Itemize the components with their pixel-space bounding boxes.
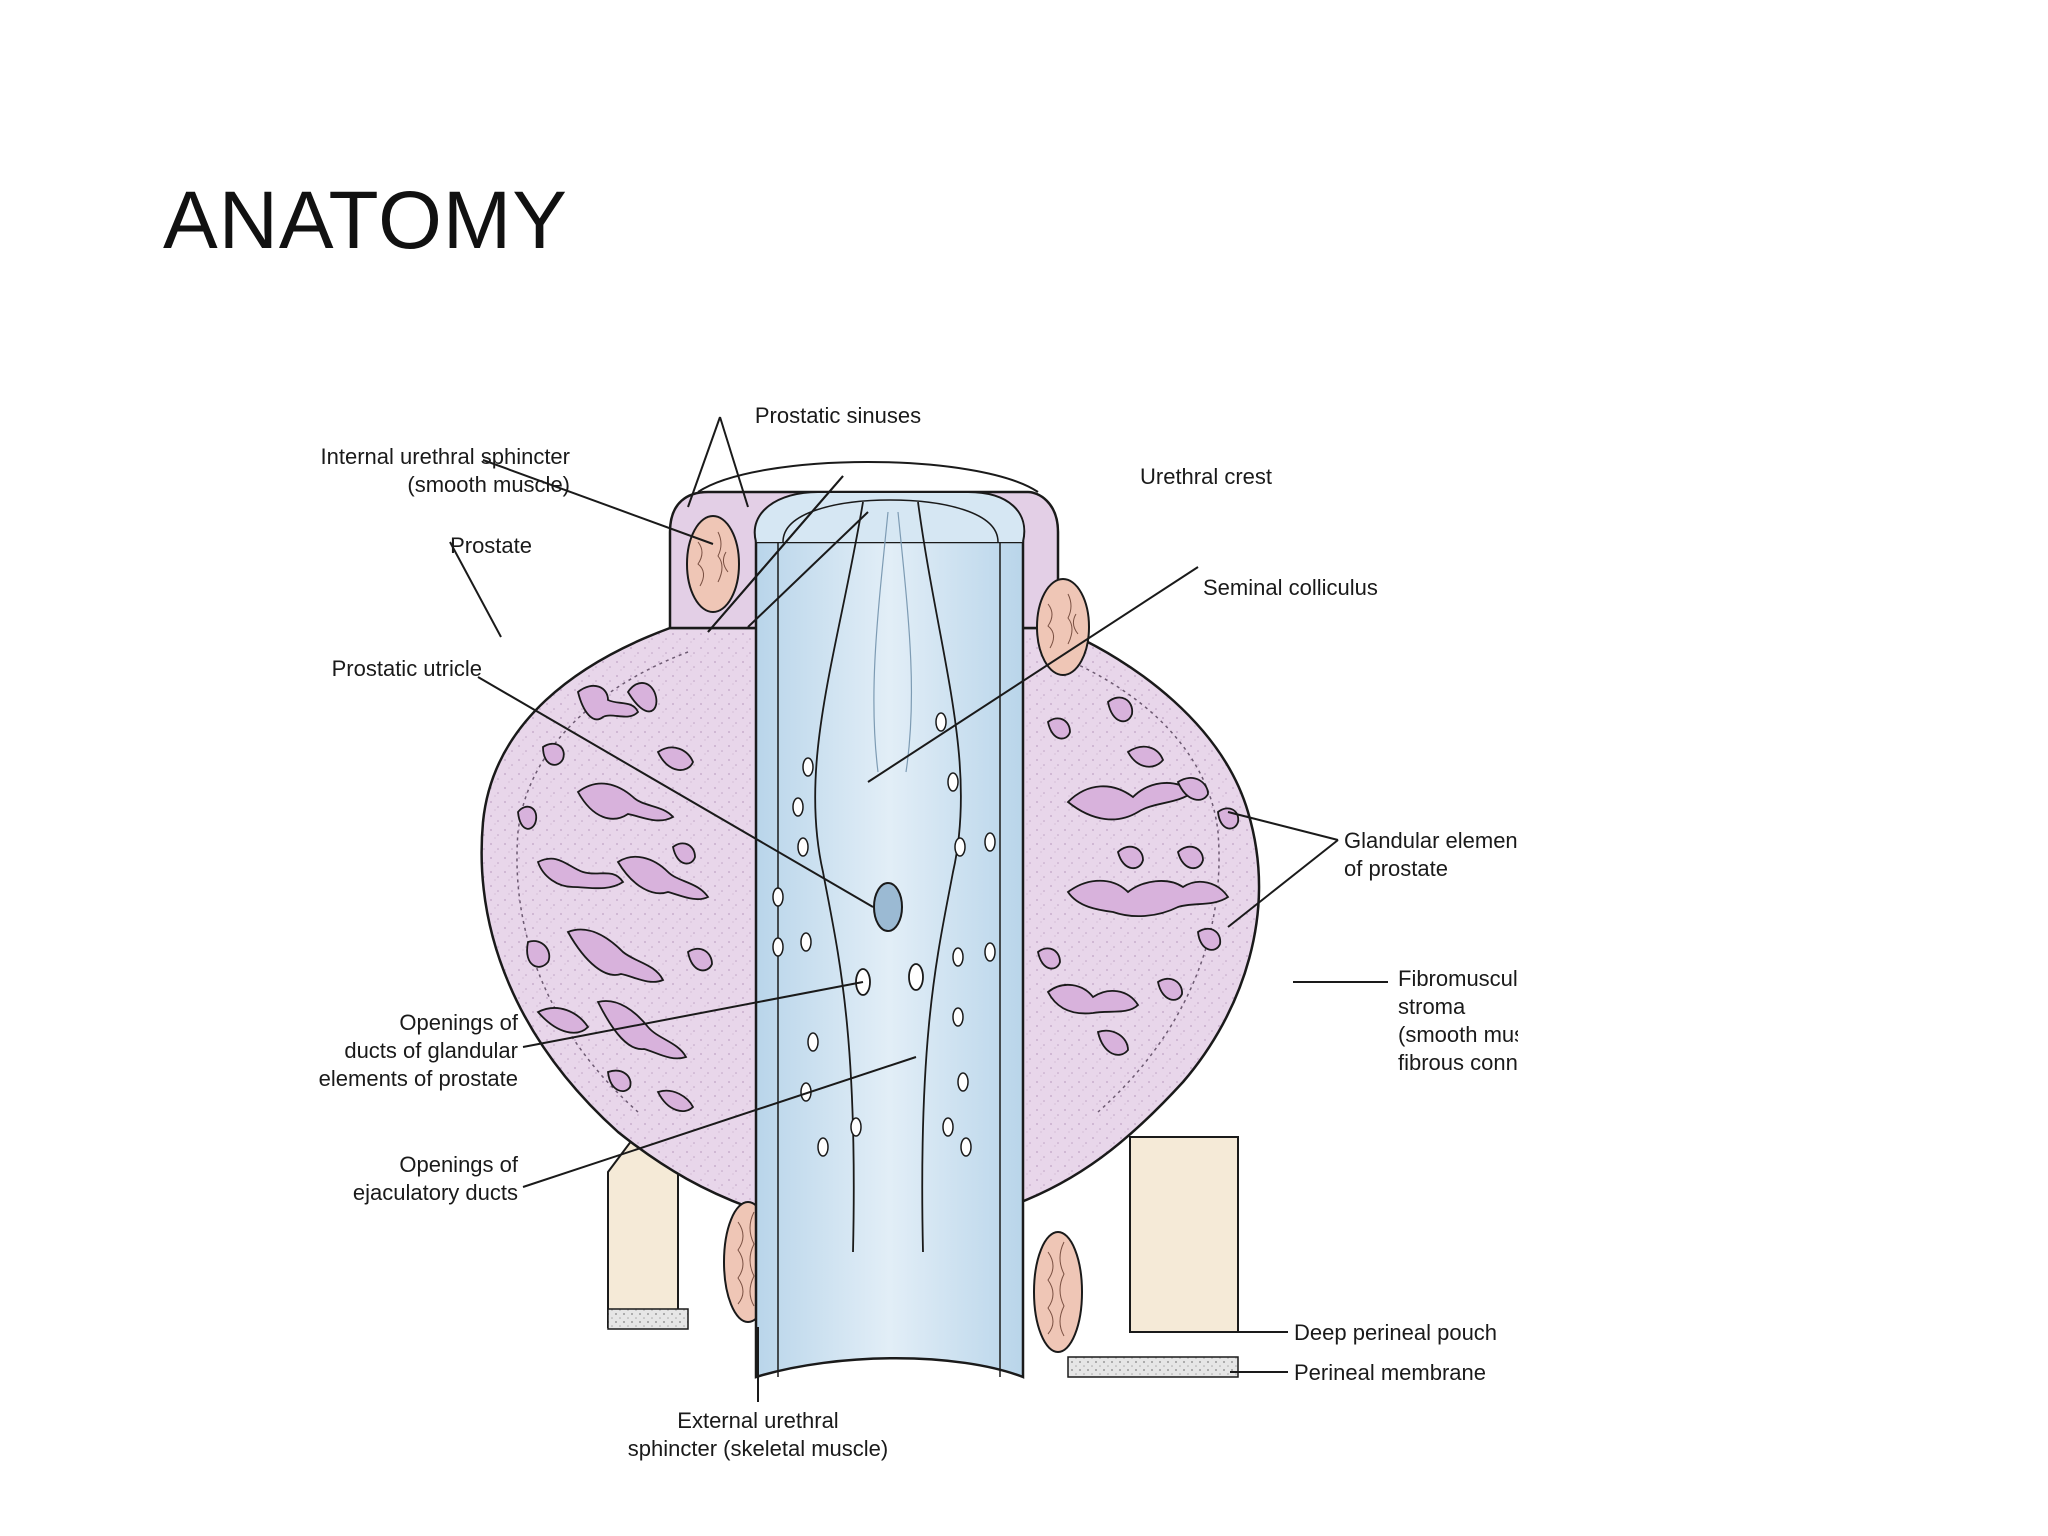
label-prostatic-sinuses: Prostatic sinuses xyxy=(755,403,921,428)
label-seminal-colliculus: Seminal colliculus xyxy=(1203,575,1378,600)
label-fibromuscular-line1: Fibromuscular xyxy=(1398,966,1518,991)
perineal-membrane xyxy=(607,1308,1239,1378)
label-deep-perineal-pouch: Deep perineal pouch xyxy=(1294,1320,1497,1345)
label-duct-openings-line1: Openings of xyxy=(399,1010,519,1035)
label-urethral-crest: Urethral crest xyxy=(1140,464,1272,489)
label-duct-openings-line3: elements of prostate xyxy=(319,1066,518,1091)
label-internal-sphincter-line2: (smooth muscle) xyxy=(407,472,570,497)
label-fibromuscular-line4: fibrous connective tissue) xyxy=(1398,1050,1518,1075)
prostatic-urethra xyxy=(753,491,1026,1379)
glandular-elements-right xyxy=(1037,696,1240,1056)
label-prostate: Prostate xyxy=(450,533,532,558)
label-ejaculatory-line2: ejaculatory ducts xyxy=(353,1180,518,1205)
label-fibromuscular-line3: (smooth muscle and xyxy=(1398,1022,1518,1047)
internal-urethral-sphincter xyxy=(686,515,1090,676)
slide-title: ANATOMY xyxy=(163,175,568,266)
glandular-elements-left xyxy=(517,682,713,1112)
deep-perineal-pouch xyxy=(607,1131,1239,1333)
label-duct-openings-line2: ducts of glandular xyxy=(344,1038,518,1063)
label-external-sphincter-line2: sphincter (skeletal muscle) xyxy=(628,1436,888,1461)
label-perineal-membrane: Perineal membrane xyxy=(1294,1360,1486,1385)
leader-lines xyxy=(449,416,1388,1402)
label-fibromuscular-line2: stroma xyxy=(1398,994,1466,1019)
label-glandular-line2: of prostate xyxy=(1344,856,1448,881)
label-internal-sphincter-line1: Internal urethral sphincter xyxy=(321,444,570,469)
label-glandular-line1: Glandular elements xyxy=(1344,828,1518,853)
label-external-sphincter-line1: External urethral xyxy=(677,1408,838,1433)
anatomy-figure: Prostatic sinuses Internal urethral sphi… xyxy=(278,392,1518,1484)
label-prostatic-utricle: Prostatic utricle xyxy=(332,656,482,681)
label-ejaculatory-line1: Openings of xyxy=(399,1152,519,1177)
prostate-illustration: Prostatic sinuses Internal urethral sphi… xyxy=(319,403,1518,1461)
